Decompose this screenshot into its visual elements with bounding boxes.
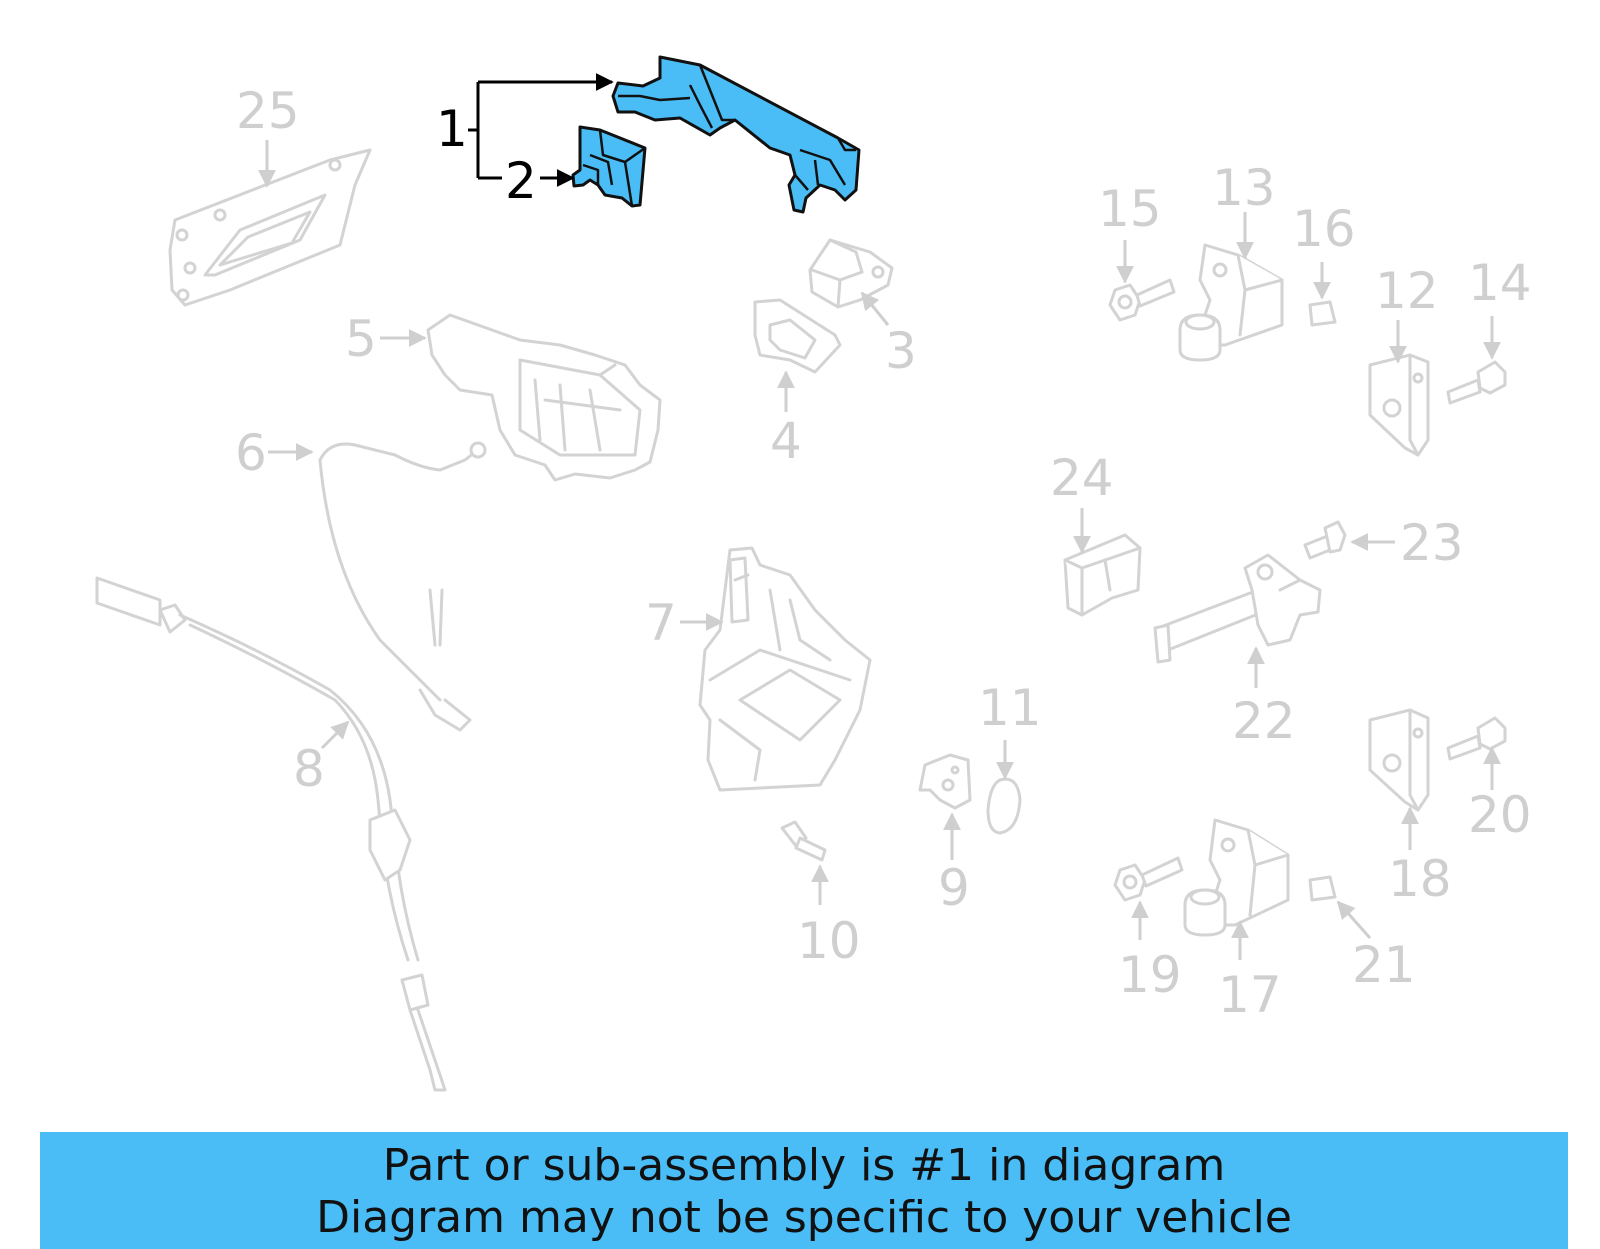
part-21-bushing — [1308, 875, 1337, 902]
part-2-handle-bracket — [571, 125, 647, 208]
part-25-interior-handle — [168, 148, 372, 307]
part-20-bolt — [1446, 716, 1507, 761]
callout-8: 8 — [293, 740, 325, 798]
info-banner: Part or sub-assembly is #1 in diagram Di… — [40, 1132, 1568, 1249]
callout-17: 17 — [1218, 966, 1282, 1024]
callout-12: 12 — [1375, 262, 1439, 320]
leader-21 — [1336, 900, 1372, 939]
part-13-hinge-block — [1178, 243, 1284, 362]
part-12-hinge-plate — [1368, 353, 1430, 457]
part-5-latch-bracket — [426, 313, 662, 482]
callout-24: 24 — [1050, 449, 1114, 507]
callout-2: 2 — [505, 152, 537, 210]
part-15-bolt — [1108, 278, 1176, 322]
part-18-hinge-plate — [1368, 708, 1430, 812]
leader-8 — [320, 720, 350, 750]
part-16-bushing — [1308, 300, 1337, 327]
part-4-pad — [753, 298, 842, 374]
bracket-1 — [468, 82, 502, 180]
callout-14: 14 — [1468, 254, 1532, 312]
callout-13: 13 — [1212, 159, 1276, 217]
callout-9: 9 — [938, 859, 970, 917]
callout-22: 22 — [1232, 692, 1296, 750]
part-24-bracket — [1063, 533, 1142, 617]
callout-20: 20 — [1468, 786, 1532, 844]
callout-4: 4 — [770, 412, 802, 470]
callout-19: 19 — [1118, 946, 1182, 1004]
part-11-ring — [986, 777, 1022, 835]
callout-1: 1 — [436, 100, 468, 158]
banner-line-1: Part or sub-assembly is #1 in diagram — [382, 1140, 1226, 1191]
callout-25: 25 — [236, 82, 300, 140]
callout-3: 3 — [885, 322, 917, 380]
callout-5: 5 — [345, 310, 377, 368]
part-7-lock-actuator — [698, 546, 872, 792]
leader-3 — [860, 291, 890, 326]
callout-15: 15 — [1098, 180, 1162, 238]
part-9-cap — [918, 753, 972, 810]
banner-line-2: Diagram may not be specific to your vehi… — [316, 1192, 1292, 1243]
part-23-bolt — [1303, 520, 1347, 560]
callout-16: 16 — [1292, 200, 1356, 258]
part-14-bolt — [1446, 360, 1507, 405]
callout-11: 11 — [978, 679, 1042, 737]
part-19-bolt — [1113, 856, 1184, 902]
callout-6: 6 — [235, 424, 267, 482]
part-1-exterior-handle — [611, 55, 861, 214]
part-8-rod — [95, 576, 447, 1092]
callout-7: 7 — [645, 594, 677, 652]
part-17-hinge-block — [1183, 818, 1290, 937]
part-6-cable — [318, 441, 487, 732]
callout-18: 18 — [1388, 850, 1452, 908]
part-10-screw — [780, 820, 827, 862]
part-22-check-strap — [1153, 553, 1322, 664]
callout-21: 21 — [1352, 936, 1416, 994]
callout-10: 10 — [797, 912, 861, 970]
callout-23: 23 — [1400, 514, 1464, 572]
part-3-housing — [808, 238, 894, 309]
